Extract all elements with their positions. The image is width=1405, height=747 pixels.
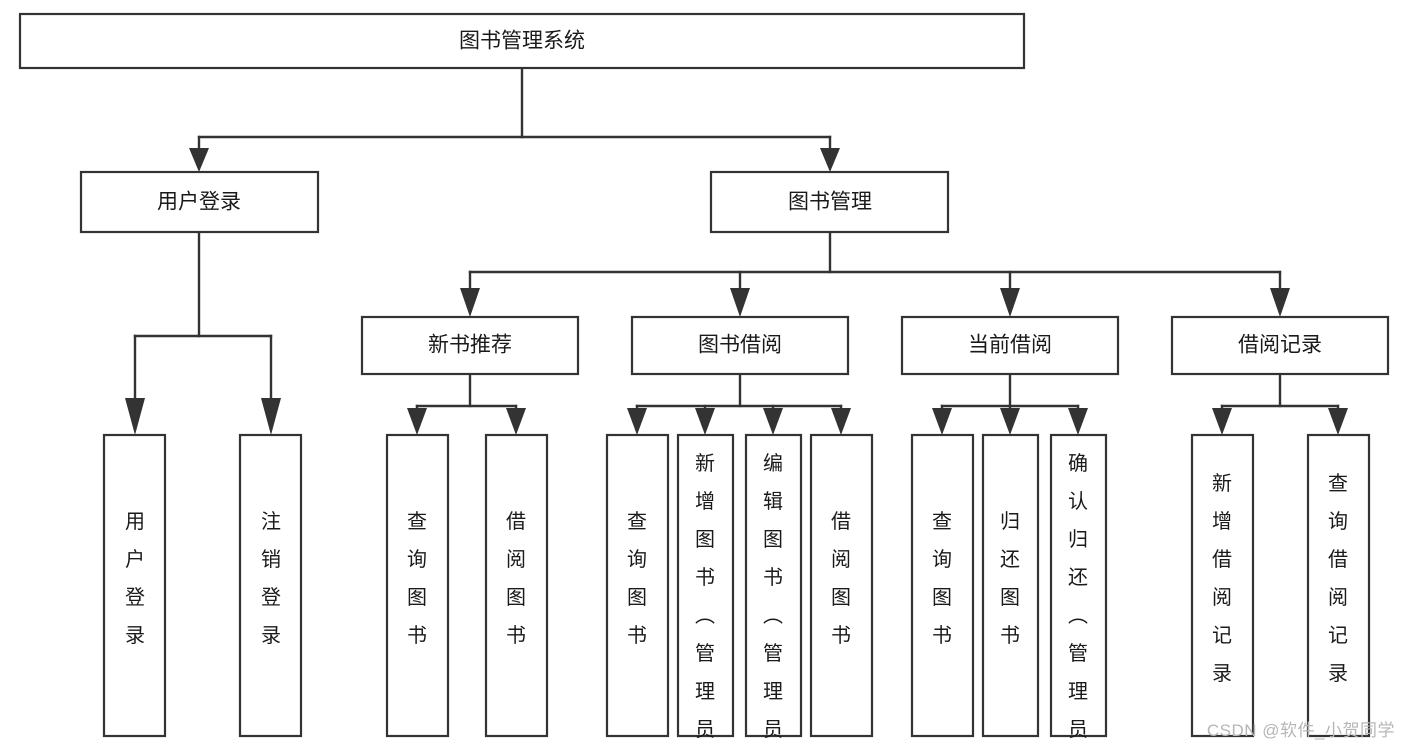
node-login-box[interactable] bbox=[79, 170, 320, 234]
node-leaf1[interactable]: 用户登录 bbox=[102, 433, 167, 738]
arrowhead-leaf8 bbox=[831, 408, 851, 435]
node-leaf3[interactable]: 查询图书 bbox=[385, 433, 450, 738]
arrowhead-leaf3 bbox=[407, 408, 427, 435]
node-leaf8-label: 借阅图书 bbox=[831, 510, 851, 647]
node-root[interactable]: 图书管理系统 bbox=[18, 12, 1026, 70]
node-leaf9-box[interactable] bbox=[910, 433, 975, 738]
node-current[interactable]: 当前借阅 bbox=[900, 315, 1120, 376]
node-leaf7-label: 编辑图书︵管理员︶ bbox=[763, 452, 783, 747]
node-leaf2[interactable]: 注销登录 bbox=[238, 433, 303, 738]
arrowhead-records bbox=[1270, 288, 1290, 317]
node-leaf5-label: 查询图书 bbox=[627, 510, 647, 647]
node-bookmgmt[interactable]: 图书管理 bbox=[709, 170, 950, 234]
arrowhead-bookmgmt bbox=[820, 148, 840, 172]
node-leaf12[interactable]: 新增借阅记录 bbox=[1190, 433, 1255, 738]
node-leaf13-label: 查询借阅记录 bbox=[1328, 472, 1348, 685]
arrowhead-leaf7 bbox=[763, 408, 783, 435]
connector-layer bbox=[125, 66, 1348, 435]
node-leaf10[interactable]: 归还图书 bbox=[981, 433, 1040, 738]
node-login-label: 用户登录 bbox=[157, 191, 241, 214]
node-records-label: 借阅记录 bbox=[1238, 334, 1322, 357]
node-leaf8-box[interactable] bbox=[809, 433, 874, 738]
leaf-node-layer: 用户登录 注销登录 查询图书 借阅图书 查询图书 新增图书︵管理员︶ bbox=[102, 433, 1371, 747]
node-leaf11-box[interactable] bbox=[1049, 433, 1108, 738]
node-bookmgmt-label: 图书管理 bbox=[788, 191, 872, 214]
arrowhead-leaf2 bbox=[261, 398, 281, 435]
node-root-box[interactable] bbox=[18, 12, 1026, 70]
node-borrow[interactable]: 图书借阅 bbox=[630, 315, 850, 376]
node-leaf5-box[interactable] bbox=[605, 433, 670, 738]
node-records[interactable]: 借阅记录 bbox=[1170, 315, 1390, 376]
node-leaf8[interactable]: 借阅图书 bbox=[809, 433, 874, 738]
node-leaf13-box[interactable] bbox=[1306, 433, 1371, 738]
node-login[interactable]: 用户登录 bbox=[79, 170, 320, 234]
arrowhead-current bbox=[1000, 288, 1020, 317]
node-leaf3-box[interactable] bbox=[385, 433, 450, 738]
node-leaf9-label: 查询图书 bbox=[932, 510, 952, 647]
node-leaf7-box[interactable] bbox=[744, 433, 803, 738]
node-leaf4[interactable]: 借阅图书 bbox=[484, 433, 549, 738]
node-leaf3-label: 查询图书 bbox=[407, 510, 427, 647]
node-leaf1-label: 用户登录 bbox=[125, 511, 145, 647]
node-leaf6-label: 新增图书︵管理员︶ bbox=[695, 452, 715, 747]
node-newbook-box[interactable] bbox=[360, 315, 580, 376]
arrowhead-leaf13 bbox=[1328, 408, 1348, 435]
node-leaf11[interactable]: 确认归还︵管理员︶ bbox=[1049, 433, 1108, 747]
node-current-label: 当前借阅 bbox=[968, 334, 1052, 357]
arrowhead-leaf9 bbox=[932, 408, 952, 435]
arrowhead-leaf10 bbox=[1000, 408, 1020, 435]
node-leaf2-label: 注销登录 bbox=[261, 510, 281, 647]
arrowhead-borrow bbox=[730, 288, 750, 317]
node-newbook[interactable]: 新书推荐 bbox=[360, 315, 580, 376]
node-leaf11-label: 确认归还︵管理员︶ bbox=[1068, 452, 1088, 747]
node-leaf12-box[interactable] bbox=[1190, 433, 1255, 738]
arrowhead-leaf1 bbox=[125, 398, 145, 435]
arrowhead-login bbox=[189, 148, 209, 172]
node-leaf12-label: 新增借阅记录 bbox=[1212, 472, 1232, 685]
node-leaf10-label: 归还图书 bbox=[1000, 510, 1020, 647]
arrowhead-leaf5 bbox=[627, 408, 647, 435]
node-newbook-label: 新书推荐 bbox=[428, 334, 512, 357]
node-records-box[interactable] bbox=[1170, 315, 1390, 376]
node-leaf9[interactable]: 查询图书 bbox=[910, 433, 975, 738]
node-leaf4-label: 借阅图书 bbox=[506, 510, 526, 647]
node-leaf10-box[interactable] bbox=[981, 433, 1040, 738]
node-leaf2-box[interactable] bbox=[238, 433, 303, 738]
arrowhead-leaf11 bbox=[1068, 408, 1088, 435]
node-leaf7[interactable]: 编辑图书︵管理员︶ bbox=[744, 433, 803, 747]
node-leaf4-box[interactable] bbox=[484, 433, 549, 738]
node-root-label: 图书管理系统 bbox=[459, 30, 585, 53]
node-leaf1-box[interactable] bbox=[102, 433, 167, 738]
node-leaf6[interactable]: 新增图书︵管理员︶ bbox=[676, 433, 735, 747]
node-leaf13[interactable]: 查询借阅记录 bbox=[1306, 433, 1371, 738]
node-borrow-box[interactable] bbox=[630, 315, 850, 376]
node-borrow-label: 图书借阅 bbox=[698, 334, 782, 357]
arrowhead-newbook bbox=[460, 288, 480, 317]
node-leaf5[interactable]: 查询图书 bbox=[605, 433, 670, 738]
arrowhead-leaf6 bbox=[695, 408, 715, 435]
node-leaf6-box[interactable] bbox=[676, 433, 735, 738]
node-current-box[interactable] bbox=[900, 315, 1120, 376]
node-bookmgmt-box[interactable] bbox=[709, 170, 950, 234]
arrowhead-leaf12 bbox=[1212, 408, 1232, 435]
arrowhead-leaf4 bbox=[506, 408, 526, 435]
